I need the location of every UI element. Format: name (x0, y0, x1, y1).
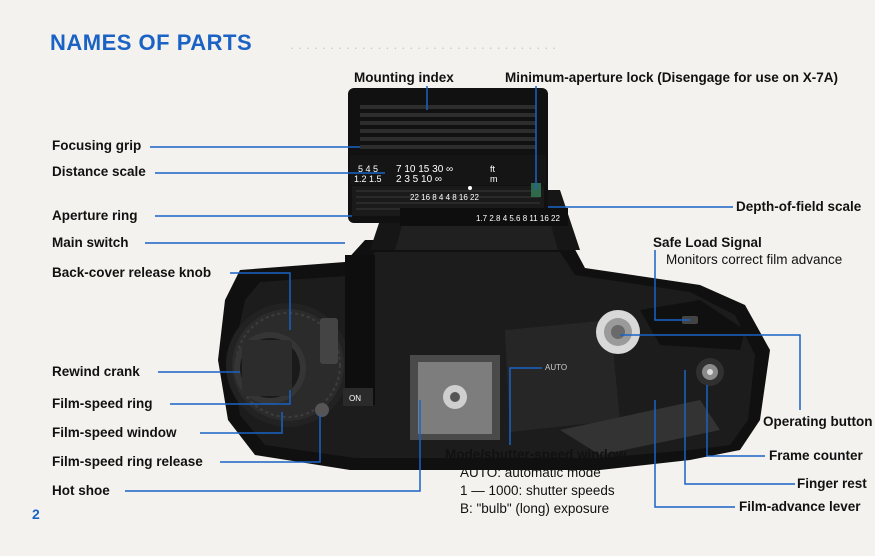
label-aperture-ring: Aperture ring (52, 208, 138, 223)
mode-auto-desc: AUTO: automatic mode (460, 465, 601, 480)
page-number: 2 (32, 506, 40, 522)
label-mounting-index: Mounting index (354, 70, 454, 85)
label-finger-rest: Finger rest (797, 476, 867, 491)
label-focusing-grip: Focusing grip (52, 138, 142, 153)
label-mode-window: Mode/shutter-speed window (445, 447, 627, 462)
label-hot-shoe: Hot shoe (52, 483, 110, 498)
distance-ft-marks: 7 10 15 30 ∞ (396, 164, 453, 175)
label-back-cover-knob: Back-cover release knob (52, 265, 212, 280)
mode-speeds-desc: 1 — 1000: shutter speeds (460, 483, 615, 498)
ft-unit: ft (490, 164, 496, 174)
aperture-marks: 1.7 2.8 4 5.6 8 11 16 22 (476, 214, 560, 223)
label-film-speed-ring: Film-speed ring (52, 396, 153, 411)
auto-marking: AUTO (545, 363, 567, 372)
dof-marks: 22 16 8 4 4 8 16 22 (410, 193, 480, 202)
label-film-advance-lever: Film-advance lever (739, 499, 861, 514)
label-film-speed-window: Film-speed window (52, 425, 177, 440)
lens-marks-left: 5 4 5 (358, 164, 378, 174)
label-operating-button: Operating button (763, 414, 873, 429)
bleed-text: · · · · · · · · · · · · · · · · · · · · … (290, 40, 557, 55)
label-frame-counter: Frame counter (769, 448, 863, 463)
label-film-speed-ring-release: Film-speed ring release (52, 454, 203, 469)
m-unit: m (490, 174, 498, 184)
distance-m-marks: 2 3 5 10 ∞ (396, 174, 442, 185)
safe-load-description: Monitors correct film advance (666, 252, 843, 267)
label-min-aperture-lock: Minimum-aperture lock (Disengage for use… (505, 70, 839, 85)
label-distance-scale: Distance scale (52, 164, 146, 179)
page-title: NAMES OF PARTS (50, 30, 253, 55)
mode-bulb-desc: B: "bulb" (long) exposure (460, 501, 610, 516)
label-rewind-crank: Rewind crank (52, 364, 140, 379)
label-safe-load-signal: Safe Load Signal (653, 235, 762, 250)
lens-marks-left2: 1.2 1.5 (354, 174, 382, 184)
on-marking: ON (349, 394, 361, 403)
label-main-switch: Main switch (52, 235, 129, 250)
label-depth-of-field-scale: Depth-of-field scale (736, 199, 862, 214)
